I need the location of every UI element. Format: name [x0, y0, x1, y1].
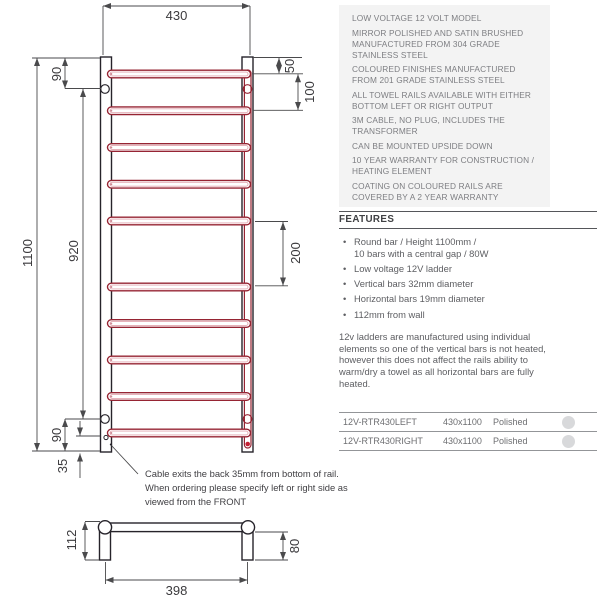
spec-item: COATING ON COLOURED RAILS ARE COVERED BY…: [352, 180, 503, 202]
divider: [339, 211, 597, 212]
rung: [106, 319, 252, 328]
dim-central-gap: 200: [288, 242, 303, 264]
dimension-lines: [32, 3, 303, 478]
table-row: 12V-RTR430LEFT 430x1100 Polished: [339, 413, 597, 432]
spec-item: COLOURED FINISHES MANUFACTURED FROM 201 …: [352, 64, 516, 85]
dim-overall-height: 1100: [20, 239, 35, 267]
cable-note: Cable exits the back 35mm from bottom of…: [145, 468, 348, 507]
cable-exit: [103, 434, 109, 441]
product-size: 430x1100: [443, 436, 482, 446]
plan-right-post: [240, 520, 256, 535]
mounting-bracket: [242, 84, 253, 94]
spec-panel: LOW VOLTAGE 12 VOLT MODEL MIRROR POLISHE…: [339, 5, 550, 207]
dim-bracket-centres: 398: [166, 583, 188, 598]
spec-item: LOW VOLTAGE 12 VOLT MODEL: [352, 13, 482, 23]
mounting-bracket: [242, 414, 253, 424]
mounting-bracket: [100, 84, 110, 94]
feature-item: 112mm from wall: [343, 309, 563, 321]
product-finish: Polished: [493, 417, 528, 427]
finish-swatch: [562, 434, 575, 448]
spec-item: CAN BE MOUNTED UPSIDE DOWN: [352, 140, 493, 151]
description-paragraph: 12v ladders are manufactured using indiv…: [339, 331, 546, 389]
plan-right-leg: [241, 530, 254, 561]
element-end-dot: [245, 441, 250, 447]
front-elevation: [99, 56, 254, 475]
plan-left-leg: [98, 530, 112, 561]
feature-item: Round bar / Height 1100mm / 10 bars with…: [343, 236, 563, 259]
left-rail: [99, 56, 113, 453]
heating-element-tube: [243, 69, 252, 449]
plan-view: 112 80 398: [64, 520, 302, 598]
rung: [106, 392, 252, 401]
dim-bracket-depth: 80: [287, 539, 302, 553]
spec-item: MIRROR POLISHED AND SATIN BRUSHED MANUFA…: [352, 27, 524, 60]
plan-left-post: [97, 520, 113, 535]
rung: [106, 282, 252, 292]
divider: [339, 228, 597, 229]
rung: [106, 216, 252, 226]
dim-overall-width: 430: [166, 8, 188, 23]
spec-item: 3M CABLE, NO PLUG, INCLUDES THE TRANSFOR…: [352, 115, 505, 136]
technical-drawing: 430 1100 920 90 50 100 200 90 35 112 80 …: [20, 3, 317, 598]
rung: [106, 69, 252, 79]
rung: [106, 428, 252, 438]
dim-top-bracket-offset: 90: [49, 67, 64, 81]
rung: [106, 142, 252, 152]
leader-line: [111, 445, 139, 475]
table-row: 12V-RTR430RIGHT 430x1100 Polished: [339, 432, 597, 451]
rung: [106, 106, 252, 116]
dim-bottom-bracket-offset: 90: [49, 428, 64, 442]
spec-item: ALL TOWEL RAILS AVAILABLE WITH EITHER BO…: [352, 89, 532, 111]
product-code: 12V-RTR430LEFT: [343, 417, 417, 427]
product-table: 12V-RTR430LEFT 430x1100 Polished 12V-RTR…: [339, 412, 597, 451]
feature-item: Vertical bars 32mm diameter: [343, 278, 563, 290]
finish-swatch: [562, 415, 575, 429]
product-size: 430x1100: [443, 417, 482, 427]
dim-first-rail-offset: 50: [282, 59, 297, 73]
rung: [106, 355, 252, 365]
dim-cable-offset: 35: [55, 459, 70, 473]
dim-inner-height: 920: [66, 240, 81, 262]
product-code: 12V-RTR430RIGHT: [343, 436, 423, 446]
feature-item: Horizontal bars 19mm diameter: [343, 293, 563, 305]
plan-rail-tube: [102, 522, 252, 533]
features-heading: FEATURES: [339, 214, 395, 225]
cable-exit-dot: [109, 443, 112, 446]
product-finish: Polished: [493, 436, 528, 446]
features-list: Round bar / Height 1100mm / 10 bars with…: [343, 236, 563, 324]
feature-item: Low voltage 12V ladder: [343, 263, 563, 275]
rung: [106, 179, 252, 189]
spec-item: 10 YEAR WARRANTY FOR CONSTRUCTION / HEAT…: [352, 155, 535, 176]
dim-wall-depth: 112: [64, 530, 79, 551]
dim-rail-spacing: 100: [302, 81, 317, 103]
